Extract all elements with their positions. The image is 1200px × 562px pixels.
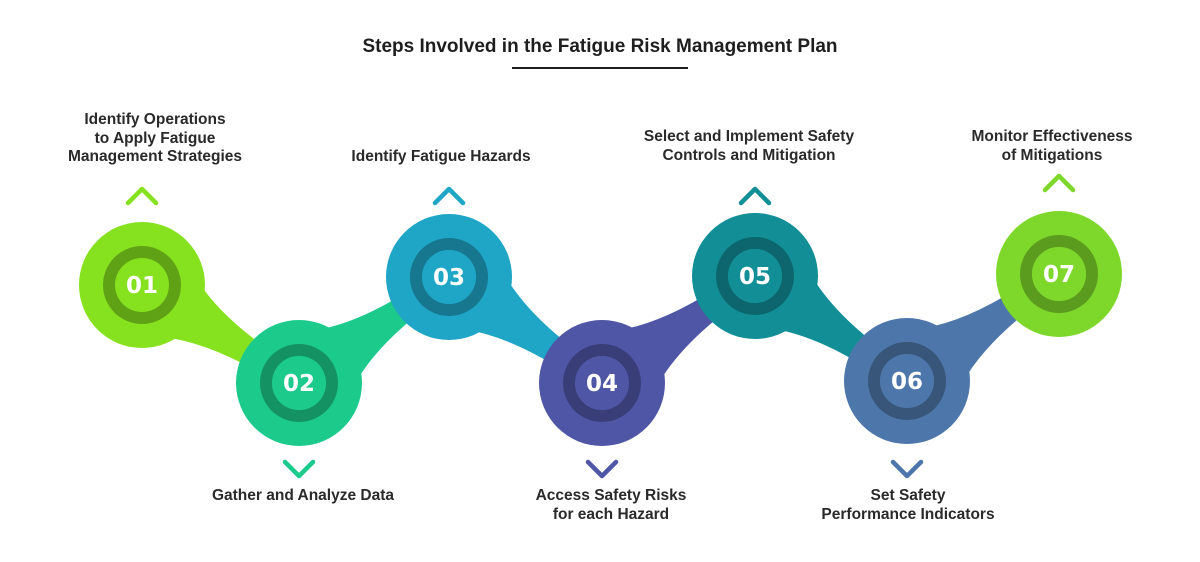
step-label-line: Gather and Analyze Data xyxy=(211,487,395,504)
page-title: Steps Involved in the Fatigue Risk Manag… xyxy=(362,36,838,57)
step-label-line: Identify Fatigue Hazards xyxy=(351,148,531,165)
chevron-up-icon xyxy=(738,186,772,206)
step-number-06: 06 xyxy=(891,369,923,395)
step-label-line: Management Strategies xyxy=(68,148,242,165)
chevron-up-icon xyxy=(432,186,466,206)
chevron-down-icon xyxy=(585,459,619,479)
chevron-down-icon xyxy=(282,459,316,479)
step-label-line: for each Hazard xyxy=(552,505,670,523)
step-label-line: to Apply Fatigue xyxy=(94,129,216,147)
chevron-down-icon xyxy=(890,459,924,479)
step-label-line: of Mitigations xyxy=(1001,146,1103,164)
step-label-line: Access Safety Risks xyxy=(535,487,687,504)
step-core xyxy=(115,258,169,312)
step-label-line: Select and Implement Safety xyxy=(643,128,855,145)
step-node xyxy=(272,356,326,410)
step-number-03: 03 xyxy=(433,265,465,291)
step-label-line: Set Safety xyxy=(870,487,946,504)
step-number-07: 07 xyxy=(1043,262,1075,288)
step-number-05: 05 xyxy=(739,264,771,290)
step-node xyxy=(1032,247,1086,301)
step-01-marker xyxy=(79,222,205,348)
step-number-01: 01 xyxy=(126,273,158,299)
step-number-04: 04 xyxy=(586,371,618,397)
chevron-up-icon xyxy=(125,186,159,206)
step-03-label: Identify Fatigue Hazards xyxy=(311,148,571,167)
step-node xyxy=(575,356,629,410)
step-node xyxy=(880,354,934,408)
step-label-line: Controls and Mitigation xyxy=(662,146,836,164)
step-node xyxy=(422,250,476,304)
step-number-02: 02 xyxy=(283,371,315,397)
step-label-line: Identify Operations xyxy=(84,111,226,128)
step-02-label: Gather and Analyze Data xyxy=(173,487,433,506)
step-label-line: Monitor Effectiveness xyxy=(971,128,1133,145)
chevron-up-icon xyxy=(1042,173,1076,193)
title-underline xyxy=(512,67,688,69)
step-node xyxy=(728,249,782,303)
step-label-line: Performance Indicators xyxy=(821,505,995,523)
